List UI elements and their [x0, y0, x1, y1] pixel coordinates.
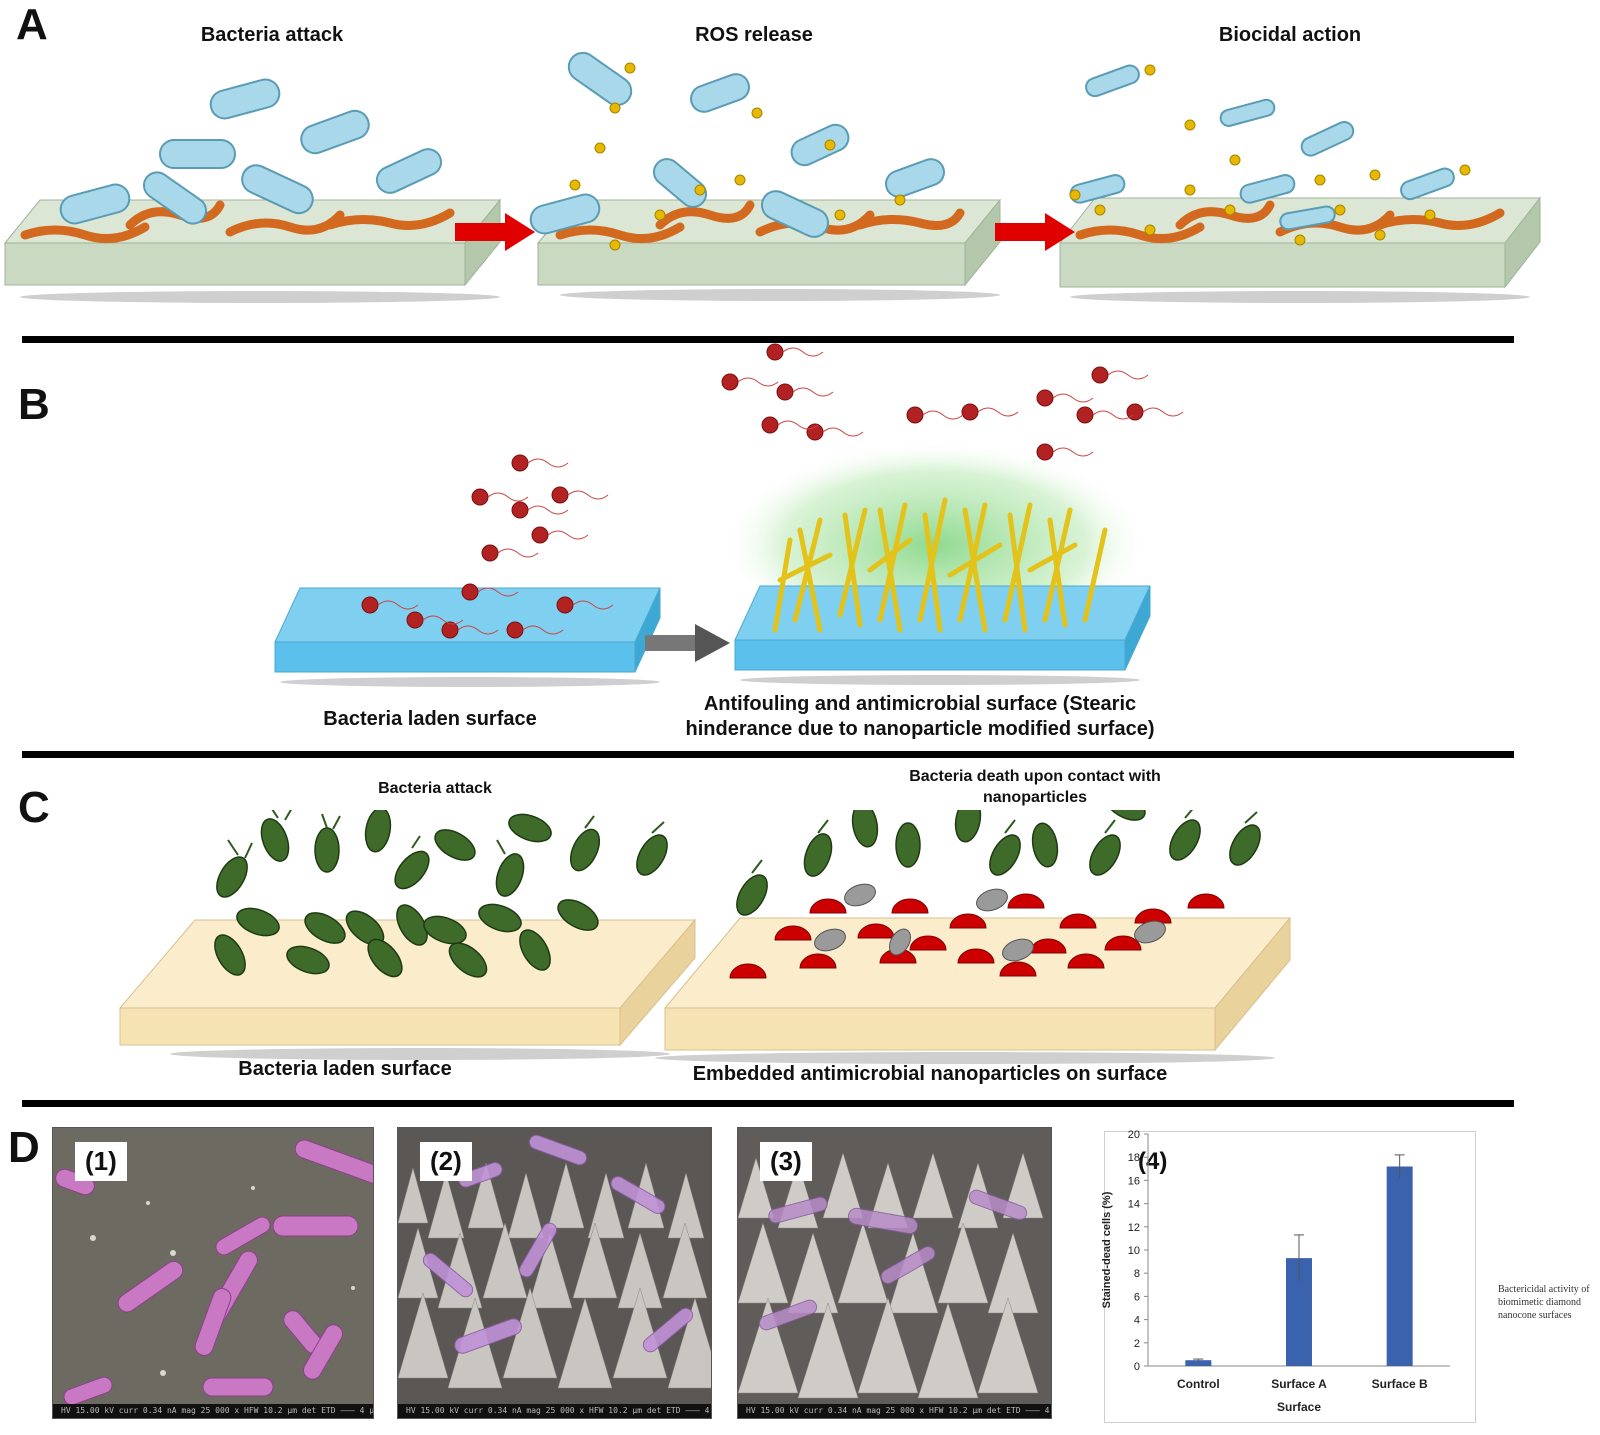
c-right-top-label-line1: Bacteria death upon contact with: [880, 768, 1190, 786]
side-note-line2: biomimetic diamond: [1498, 1296, 1590, 1309]
side-note: Bactericidal activity of biomimetic diam…: [1498, 1283, 1590, 1322]
side-note-line1: Bactericidal activity of: [1498, 1283, 1590, 1296]
y-tick-label: 0: [1134, 1361, 1140, 1373]
y-tick-label: 20: [1128, 1129, 1140, 1141]
bar-surface-b: [1387, 1166, 1413, 1366]
c-left-top-label: Bacteria attack: [340, 780, 530, 798]
panel-d-letter: D: [8, 1123, 40, 1173]
y-tick-label: 14: [1128, 1199, 1140, 1211]
sem-label-2: (2): [420, 1142, 472, 1181]
y-tick-label: 16: [1128, 1175, 1140, 1187]
c-right-caption: Embedded antimicrobial nanoparticles on …: [660, 1063, 1200, 1086]
separator-cd: [22, 1100, 1514, 1107]
b-right-caption-line1: Antifouling and antimicrobial surface (S…: [680, 693, 1160, 716]
sem-databar-1: HV 15.00 kV curr 0.34 nA mag 25 000 x HF…: [53, 1404, 373, 1418]
sem-databar-3: HV 15.00 kV curr 0.34 nA mag 25 000 x HF…: [738, 1404, 1051, 1418]
y-tick-label: 12: [1128, 1222, 1140, 1234]
x-tick-label: Surface B: [1372, 1377, 1428, 1391]
panel-a-illustration: [0, 0, 1600, 330]
sem-label-1: (1): [75, 1142, 127, 1181]
b-right-caption-line2: hinderance due to nanoparticle modified …: [680, 718, 1160, 741]
y-tick-label: 18: [1128, 1152, 1140, 1164]
c-left-caption: Bacteria laden surface: [225, 1058, 465, 1081]
panel-b-illustration: [0, 340, 1600, 740]
sem-image-3: (3) HV 15.00 kV curr 0.34 nA mag 25 000 …: [737, 1127, 1052, 1419]
x-tick-label: Surface A: [1271, 1377, 1327, 1391]
y-axis-title: Stained-dead cells (%): [1101, 1191, 1113, 1308]
y-tick-label: 6: [1134, 1291, 1140, 1303]
x-axis-title: Surface: [1277, 1400, 1321, 1414]
y-tick-label: 2: [1134, 1338, 1140, 1350]
sem-label-3: (3): [760, 1142, 812, 1181]
y-tick-label: 8: [1134, 1268, 1140, 1280]
x-tick-label: Control: [1177, 1377, 1220, 1391]
y-tick-label: 10: [1128, 1245, 1140, 1257]
side-note-line3: nanocone surfaces: [1498, 1309, 1590, 1322]
sem-image-2: (2) HV 15.00 kV curr 0.34 nA mag 25 000 …: [397, 1127, 712, 1419]
b-left-caption: Bacteria laden surface: [310, 708, 550, 731]
y-tick-label: 4: [1134, 1315, 1140, 1327]
c-nanoparticle-plate: [665, 918, 1290, 1050]
sem-image-1: (1) HV 15.00 kV curr 0.34 nA mag 25 000 …: [52, 1127, 374, 1419]
separator-bc: [22, 751, 1514, 758]
laden-plate: [275, 588, 660, 672]
sem-databar-2: HV 15.00 kV curr 0.34 nA mag 25 000 x HF…: [398, 1404, 711, 1418]
transition-arrow: [645, 624, 730, 662]
c-right-top-label-line2: nanoparticles: [880, 789, 1190, 807]
panel-c-illustration: [0, 810, 1600, 1070]
